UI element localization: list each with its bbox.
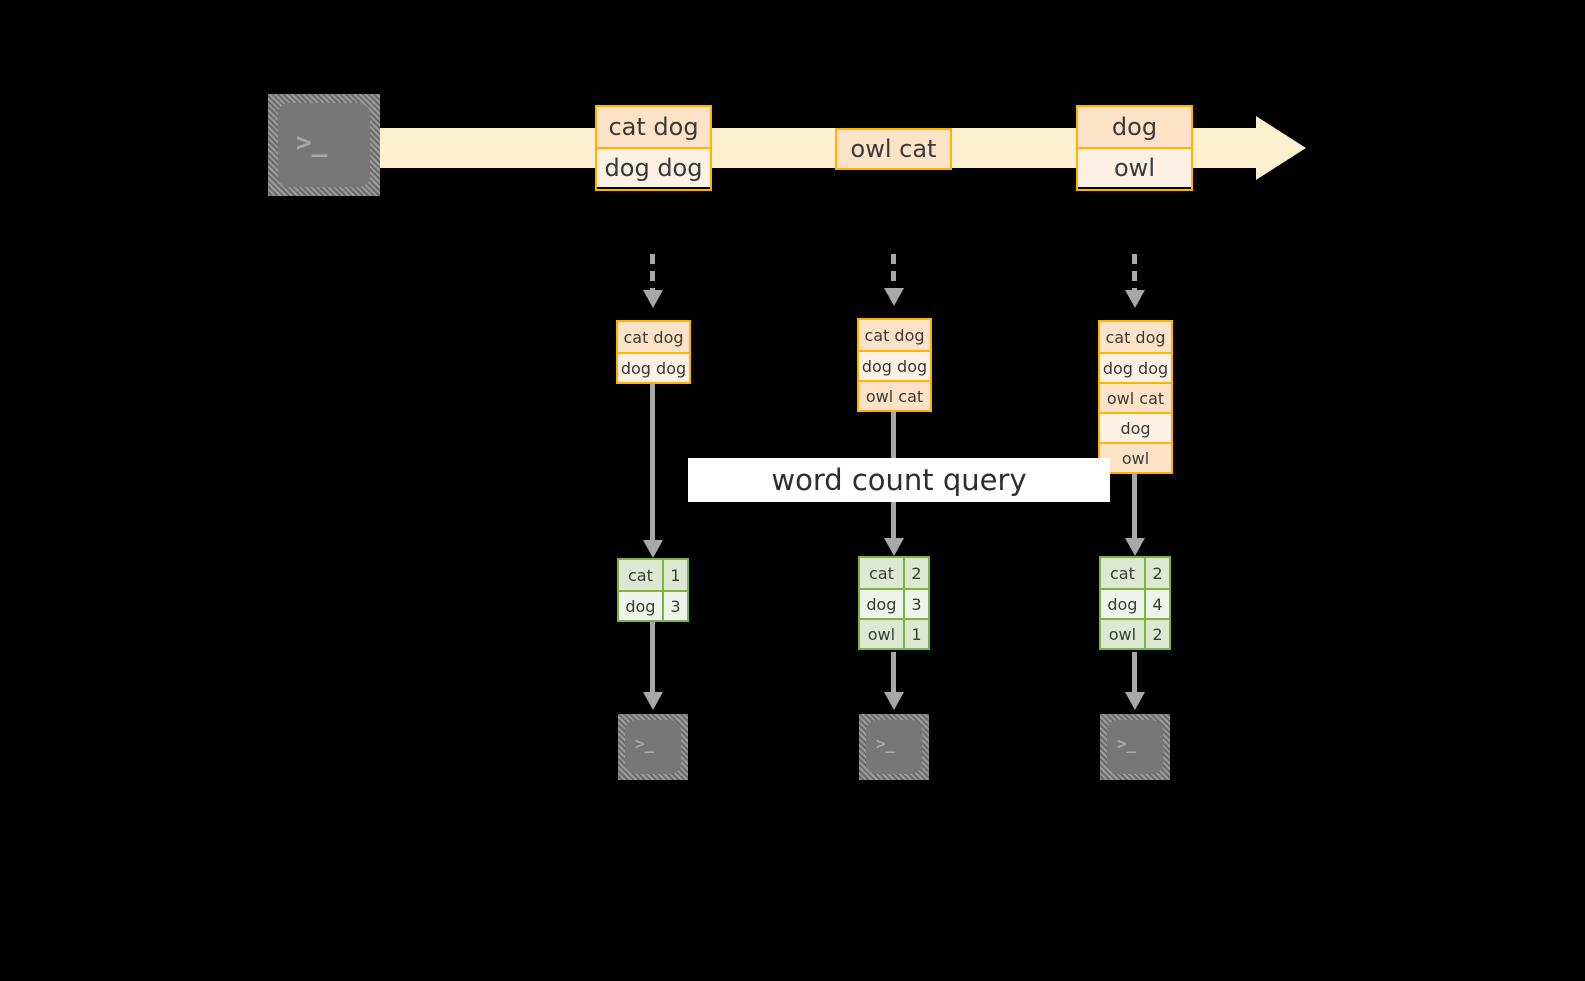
- stream-message-line: dog: [1078, 107, 1191, 147]
- count-cell: 4: [1143, 590, 1169, 618]
- count-cell: 1: [661, 560, 687, 590]
- count-cell: 3: [902, 590, 928, 618]
- table-row: cat 1: [619, 560, 687, 590]
- word-cell: cat: [1109, 563, 1135, 583]
- result-output-arrowhead: [884, 692, 904, 710]
- word-cell: dog: [1107, 594, 1138, 614]
- terminal-screen: [866, 720, 922, 774]
- snapshot-trigger-arrowhead: [1125, 290, 1145, 308]
- snapshot-accumulated-box: cat dog dog dog: [616, 320, 691, 384]
- table-row: owl 1: [860, 618, 928, 648]
- count-cell: 2: [1143, 558, 1169, 588]
- word-cell: cat: [868, 563, 894, 583]
- result-output-connector: [891, 652, 896, 698]
- snapshot-trigger-connector: [650, 254, 655, 292]
- table-row: dog 3: [860, 588, 928, 618]
- word-cell: dog: [625, 596, 656, 616]
- stream-message-group: cat dog dog dog: [595, 105, 712, 191]
- accumulated-line: dog: [1100, 412, 1171, 442]
- stream-message-line: cat dog: [597, 107, 710, 147]
- stream-message-group: dog owl: [1076, 105, 1193, 191]
- stream-message-line: dog dog: [597, 147, 710, 187]
- consumer-terminal-icon: >_: [618, 714, 688, 780]
- accumulated-line: cat dog: [1100, 322, 1171, 352]
- snapshot-trigger-connector: [1132, 254, 1137, 292]
- result-output-connector: [1132, 652, 1137, 698]
- count-cell: 3: [661, 592, 687, 620]
- snapshot-trigger-arrowhead: [884, 288, 904, 306]
- word-cell: owl: [867, 624, 896, 644]
- terminal-prompt-text: >_: [296, 128, 328, 158]
- table-row: cat 2: [860, 558, 928, 588]
- table-row: cat 2: [1101, 558, 1169, 588]
- snapshot-trigger-arrowhead: [643, 290, 663, 308]
- accumulated-line: cat dog: [618, 322, 689, 352]
- query-connector: [1132, 474, 1137, 544]
- query-connector-arrowhead: [643, 540, 663, 558]
- accumulated-line: owl cat: [859, 380, 930, 410]
- word-count-result-table: cat 2 dog 3 owl 1: [858, 556, 930, 650]
- result-output-connector: [650, 622, 655, 698]
- accumulated-line: dog dog: [859, 350, 930, 380]
- terminal-prompt-text: >_: [1117, 734, 1137, 753]
- word-count-result-table: cat 2 dog 4 owl 2: [1099, 556, 1171, 650]
- table-row: owl 2: [1101, 618, 1169, 648]
- result-output-arrowhead: [1125, 692, 1145, 710]
- result-output-arrowhead: [643, 692, 663, 710]
- table-row: dog 3: [619, 590, 687, 620]
- terminal-screen: [1107, 720, 1163, 774]
- terminal-prompt-text: >_: [635, 734, 655, 753]
- word-count-result-table: cat 1 dog 3: [617, 558, 689, 622]
- stream-message-line: owl cat: [837, 130, 950, 168]
- count-cell: 2: [1143, 620, 1169, 648]
- query-connector: [650, 384, 655, 546]
- snapshot-accumulated-box: cat dog dog dog owl cat: [857, 318, 932, 412]
- snapshot-accumulated-box: cat dog dog dog owl cat dog owl: [1098, 320, 1173, 474]
- accumulated-line: owl cat: [1100, 382, 1171, 412]
- word-cell: dog: [866, 594, 897, 614]
- stream-band-arrowhead: [1256, 116, 1306, 180]
- accumulated-line: owl: [1100, 442, 1171, 472]
- accumulated-line: dog dog: [1100, 352, 1171, 382]
- count-cell: 1: [902, 620, 928, 648]
- snapshot-trigger-connector: [891, 254, 896, 290]
- producer-terminal-icon: >_: [268, 94, 380, 196]
- query-connector-arrowhead: [884, 538, 904, 556]
- count-cell: 2: [902, 558, 928, 588]
- stream-message-line: owl: [1078, 147, 1191, 187]
- terminal-screen: [625, 720, 681, 774]
- query-connector-arrowhead: [1125, 538, 1145, 556]
- consumer-terminal-icon: >_: [859, 714, 929, 780]
- stream-message-group: owl cat: [835, 128, 952, 170]
- accumulated-line: cat dog: [859, 320, 930, 350]
- word-cell: owl: [1108, 624, 1137, 644]
- query-label: word count query: [688, 458, 1110, 502]
- terminal-prompt-text: >_: [876, 734, 896, 753]
- table-row: dog 4: [1101, 588, 1169, 618]
- consumer-terminal-icon: >_: [1100, 714, 1170, 780]
- terminal-screen: [278, 103, 370, 187]
- word-cell: cat: [627, 565, 653, 585]
- accumulated-line: dog dog: [618, 352, 689, 382]
